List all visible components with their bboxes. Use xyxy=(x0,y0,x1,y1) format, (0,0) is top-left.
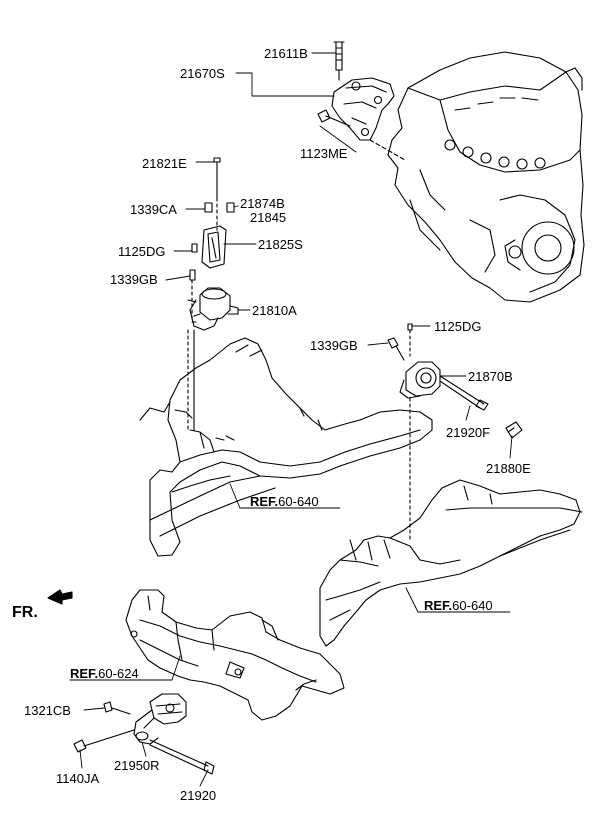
ref-label-frame-lower[interactable]: REF.60-640 xyxy=(424,598,493,613)
engine-bracket-21670S xyxy=(317,41,406,161)
part-label-21810A[interactable]: 21810A xyxy=(252,303,297,318)
engine-mount-21810A xyxy=(187,157,239,431)
ref-number: 60-640 xyxy=(278,494,319,509)
part-label-1140JA[interactable]: 1140JA xyxy=(56,771,100,786)
part-label-21825S[interactable]: 21825S xyxy=(258,237,303,252)
part-label-21920[interactable]: 21920 xyxy=(180,788,217,803)
part-label-21821E[interactable]: 21821E xyxy=(142,156,187,171)
part-label-21670S[interactable]: 21670S xyxy=(180,66,225,81)
part-label-21920F[interactable]: 21920F xyxy=(446,425,491,440)
front-arrow xyxy=(47,589,73,605)
part-label-21845[interactable]: 21845 xyxy=(250,210,287,225)
ref-label-frame-upper[interactable]: REF.60-640 xyxy=(250,494,319,509)
part-label-1125DG-upper[interactable]: 1125DG xyxy=(118,244,166,259)
part-label-21870B[interactable]: 21870B xyxy=(468,369,513,384)
part-label-21611B[interactable]: 21611B xyxy=(264,46,308,61)
front-direction-label: FR. xyxy=(12,604,38,621)
roll-rod-21950R xyxy=(73,693,215,775)
part-label-21950R[interactable]: 21950R xyxy=(114,758,160,773)
side-member-right xyxy=(319,479,583,647)
leader-lines xyxy=(69,52,513,787)
part-label-1339CA[interactable]: 1339CA xyxy=(130,202,177,217)
ref-number: 60-624 xyxy=(98,666,139,681)
crossmember xyxy=(125,589,345,721)
ref-prefix: REF. xyxy=(70,666,99,681)
ref-label-crossmember[interactable]: REF.60-624 xyxy=(70,666,139,681)
part-label-1339GB-lower[interactable]: 1339GB xyxy=(310,338,358,353)
engine-mount-21870B xyxy=(387,323,523,541)
ref-prefix: REF. xyxy=(424,598,453,613)
part-label-21880E[interactable]: 21880E xyxy=(486,461,531,476)
engine-block xyxy=(387,51,585,303)
part-label-1123ME[interactable]: 1123ME xyxy=(300,146,348,161)
part-label-21874B[interactable]: 21874B xyxy=(240,196,285,211)
part-label-1125DG-lower[interactable]: 1125DG xyxy=(434,319,482,334)
part-label-1339GB-upper[interactable]: 1339GB xyxy=(110,272,158,287)
ref-number: 60-640 xyxy=(452,598,493,613)
ref-prefix: REF. xyxy=(250,494,279,509)
side-member-left xyxy=(139,337,433,557)
part-label-1321CB[interactable]: 1321CB xyxy=(24,703,71,718)
